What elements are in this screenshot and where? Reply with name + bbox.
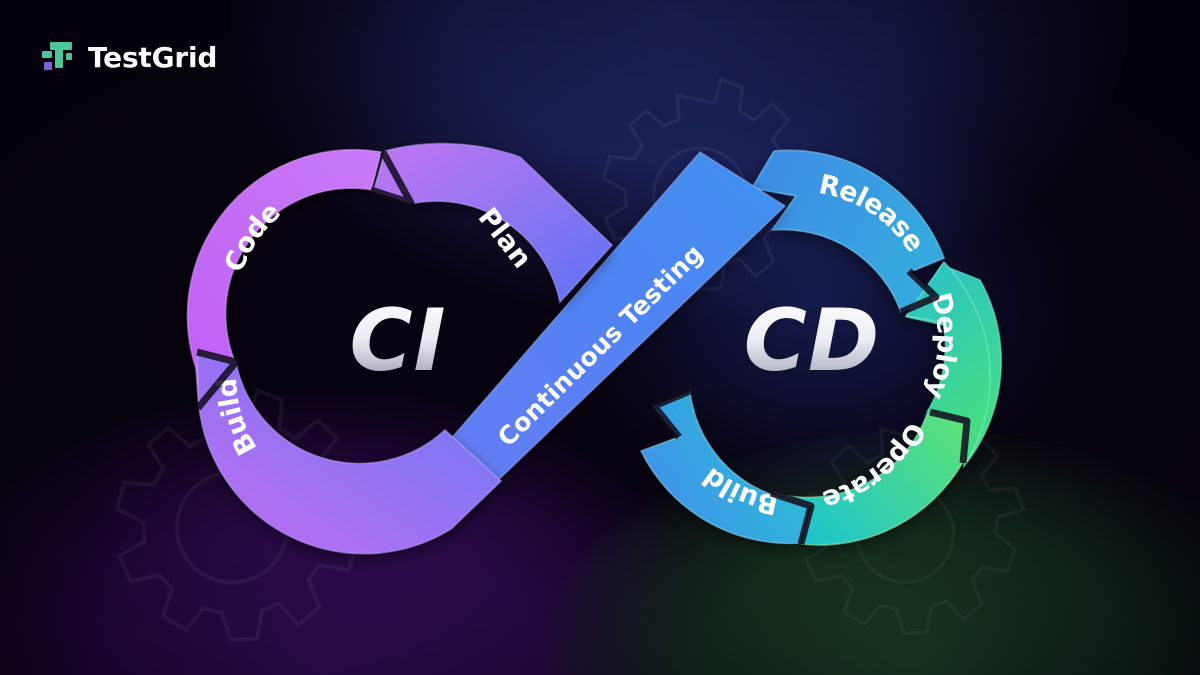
brand-logo: TestGrid (40, 40, 217, 76)
ci-stage-plan[interactable]: Plan (373, 142, 614, 304)
cd-stage-build[interactable]: Build (639, 390, 810, 545)
ci-center-label: CI (349, 291, 446, 391)
testgrid-t-logo-icon (42, 42, 72, 70)
cd-stage-release[interactable]: Release (750, 149, 946, 314)
brand-name: TestGrid (88, 41, 218, 74)
cd-center-label: CD (744, 291, 881, 391)
